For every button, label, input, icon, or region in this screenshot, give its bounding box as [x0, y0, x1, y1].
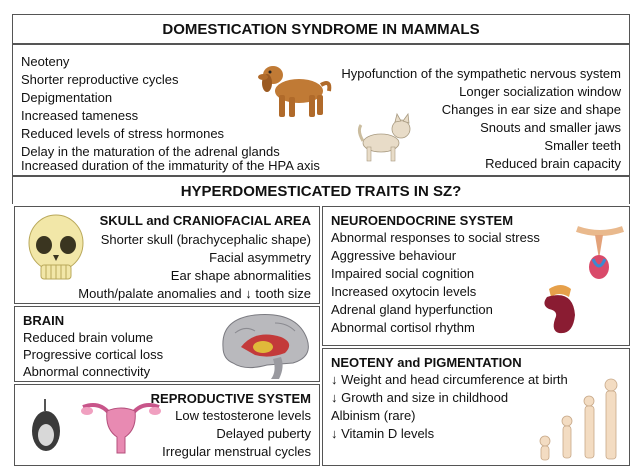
neuro-title: NEUROENDOCRINE SYSTEM — [331, 213, 514, 228]
syndrome-left-item: Increased duration of the immaturity of … — [21, 158, 320, 173]
repro-title: REPRODUCTIVE SYSTEM — [150, 391, 311, 406]
skull-box: SKULL and CRANIOFACIAL AREA Shorter skul… — [14, 206, 320, 304]
traits-title-box: HYPERDOMESTICATED TRAITS IN SZ? — [12, 176, 630, 204]
skull-item: Shorter skull (brachycephalic shape) — [100, 232, 311, 247]
dog-illustration — [258, 66, 332, 117]
syndrome-left-item: Increased tameness — [21, 108, 139, 123]
syndrome-box: Neoteny Shorter reproductive cycles Depi… — [12, 44, 630, 176]
syndrome-left-item: Reduced levels of stress hormones — [21, 126, 225, 141]
brain-item: Abnormal connectivity — [23, 364, 151, 379]
neoteny-item: ↓ Vitamin D levels — [331, 426, 435, 441]
repro-item: Irregular menstrual cycles — [162, 444, 311, 459]
pituitary-illustration — [576, 226, 624, 279]
neoteny-item: Albinism (rare) — [331, 408, 416, 423]
neoteny-item: ↓ Weight and head circumference at birth — [331, 372, 568, 387]
brain-item: Progressive cortical loss — [23, 347, 164, 362]
neuro-item: Impaired social cognition — [331, 266, 475, 281]
neoteny-item: ↓ Growth and size in childhood — [331, 390, 509, 405]
brain-title: BRAIN — [23, 313, 65, 328]
syndrome-right-item: Longer socialization window — [459, 84, 621, 99]
repro-box: REPRODUCTIVE SYSTEM Low testosterone lev… — [14, 384, 320, 466]
skull-item: Mouth/palate anomalies and ↓ tooth size — [78, 286, 311, 301]
syndrome-right-item: Hypofunction of the sympathetic nervous … — [341, 66, 621, 81]
repro-item: Delayed puberty — [216, 426, 311, 441]
cat-illustration — [357, 112, 411, 162]
skull-item: Facial asymmetry — [209, 250, 311, 265]
adrenal-kidney-illustration — [544, 285, 575, 334]
neuro-box: NEUROENDOCRINE SYSTEM Abnormal responses… — [322, 206, 630, 346]
syndrome-left-item: Delay in the maturation of the adrenal g… — [21, 144, 280, 159]
syndrome-left-item: Depigmentation — [21, 90, 113, 105]
neuro-item: Increased oxytocin levels — [331, 284, 477, 299]
syndrome-right-item: Smaller teeth — [544, 138, 621, 153]
testis-illustration — [32, 399, 60, 451]
syndrome-right-item: Snouts and smaller jaws — [480, 120, 621, 135]
brain-item: Reduced brain volume — [23, 330, 154, 345]
neoteny-title: NEOTENY and PIGMENTATION — [331, 355, 522, 370]
brain-illustration — [222, 314, 309, 379]
syndrome-left-item: Neoteny — [21, 54, 70, 69]
growth-figures-illustration — [539, 378, 618, 461]
header-title: DOMESTICATION SYNDROME IN MAMMALS — [162, 21, 480, 38]
syndrome-right-item: Reduced brain capacity — [485, 156, 621, 171]
skull-illustration — [28, 214, 84, 280]
uterus-illustration — [81, 403, 161, 454]
neoteny-box: NEOTENY and PIGMENTATION ↓ Weight and he… — [322, 348, 630, 466]
neuro-item: Aggressive behaviour — [331, 248, 457, 263]
traits-title: HYPERDOMESTICATED TRAITS IN SZ? — [180, 183, 462, 200]
syndrome-left-item: Shorter reproductive cycles — [21, 72, 179, 87]
skull-item: Ear shape abnormalities — [170, 268, 311, 283]
repro-item: Low testosterone levels — [175, 408, 311, 423]
neuro-item: Abnormal cortisol rhythm — [331, 320, 475, 335]
header-box: DOMESTICATION SYNDROME IN MAMMALS — [12, 14, 630, 44]
syndrome-right-item: Changes in ear size and shape — [441, 102, 621, 117]
neuro-item: Adrenal gland hyperfunction — [331, 302, 493, 317]
skull-title: SKULL and CRANIOFACIAL AREA — [99, 213, 311, 228]
brain-box: BRAIN Reduced brain volume Progressive c… — [14, 306, 320, 382]
neuro-item: Abnormal responses to social stress — [331, 230, 540, 245]
